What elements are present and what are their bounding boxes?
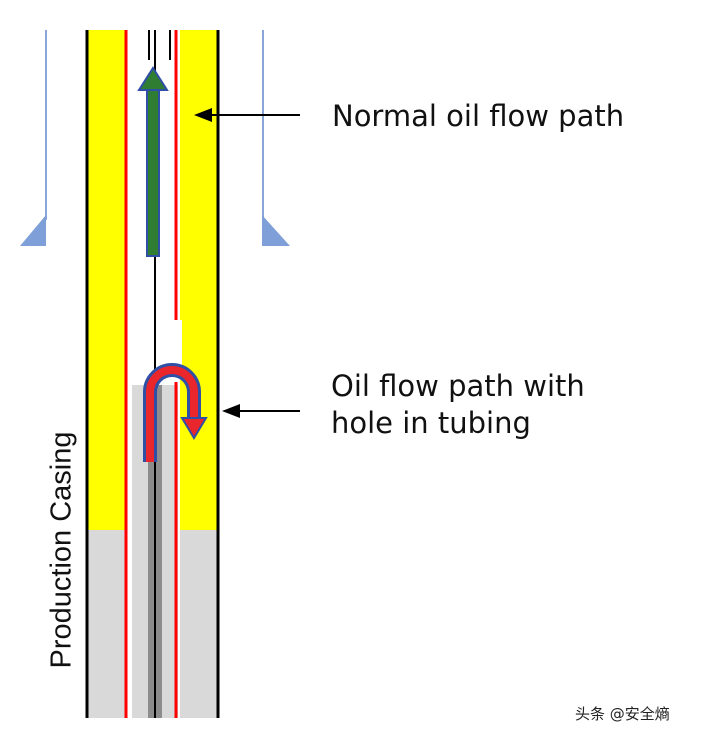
annulus-left-fill [88, 30, 125, 530]
pointer-arrow-hole [222, 404, 300, 418]
left-casing-shoe-wedge [20, 215, 46, 246]
production-casing-label: Production Casing [45, 431, 78, 669]
normal-flow-arrow [137, 66, 169, 257]
right-casing-shoe-wedge [262, 215, 290, 246]
normal-flow-label: Normal oil flow path [332, 99, 625, 133]
hole-flow-label-line1: Oil flow path with [331, 369, 585, 403]
hole-flow-arrow [143, 363, 208, 462]
hole-flow-label: Oil flow path with hole in tubing [331, 368, 585, 442]
cement-right-fill [180, 530, 218, 718]
hole-flow-label-line2: hole in tubing [331, 406, 531, 441]
annulus-right-fill [180, 30, 218, 530]
cement-left-fill [88, 530, 125, 718]
outer-conductor-lines [45, 30, 264, 220]
pointer-arrow-normal [194, 108, 300, 122]
watermark: 头条 @安全熵 [575, 705, 670, 723]
tubing-gap [172, 320, 182, 380]
